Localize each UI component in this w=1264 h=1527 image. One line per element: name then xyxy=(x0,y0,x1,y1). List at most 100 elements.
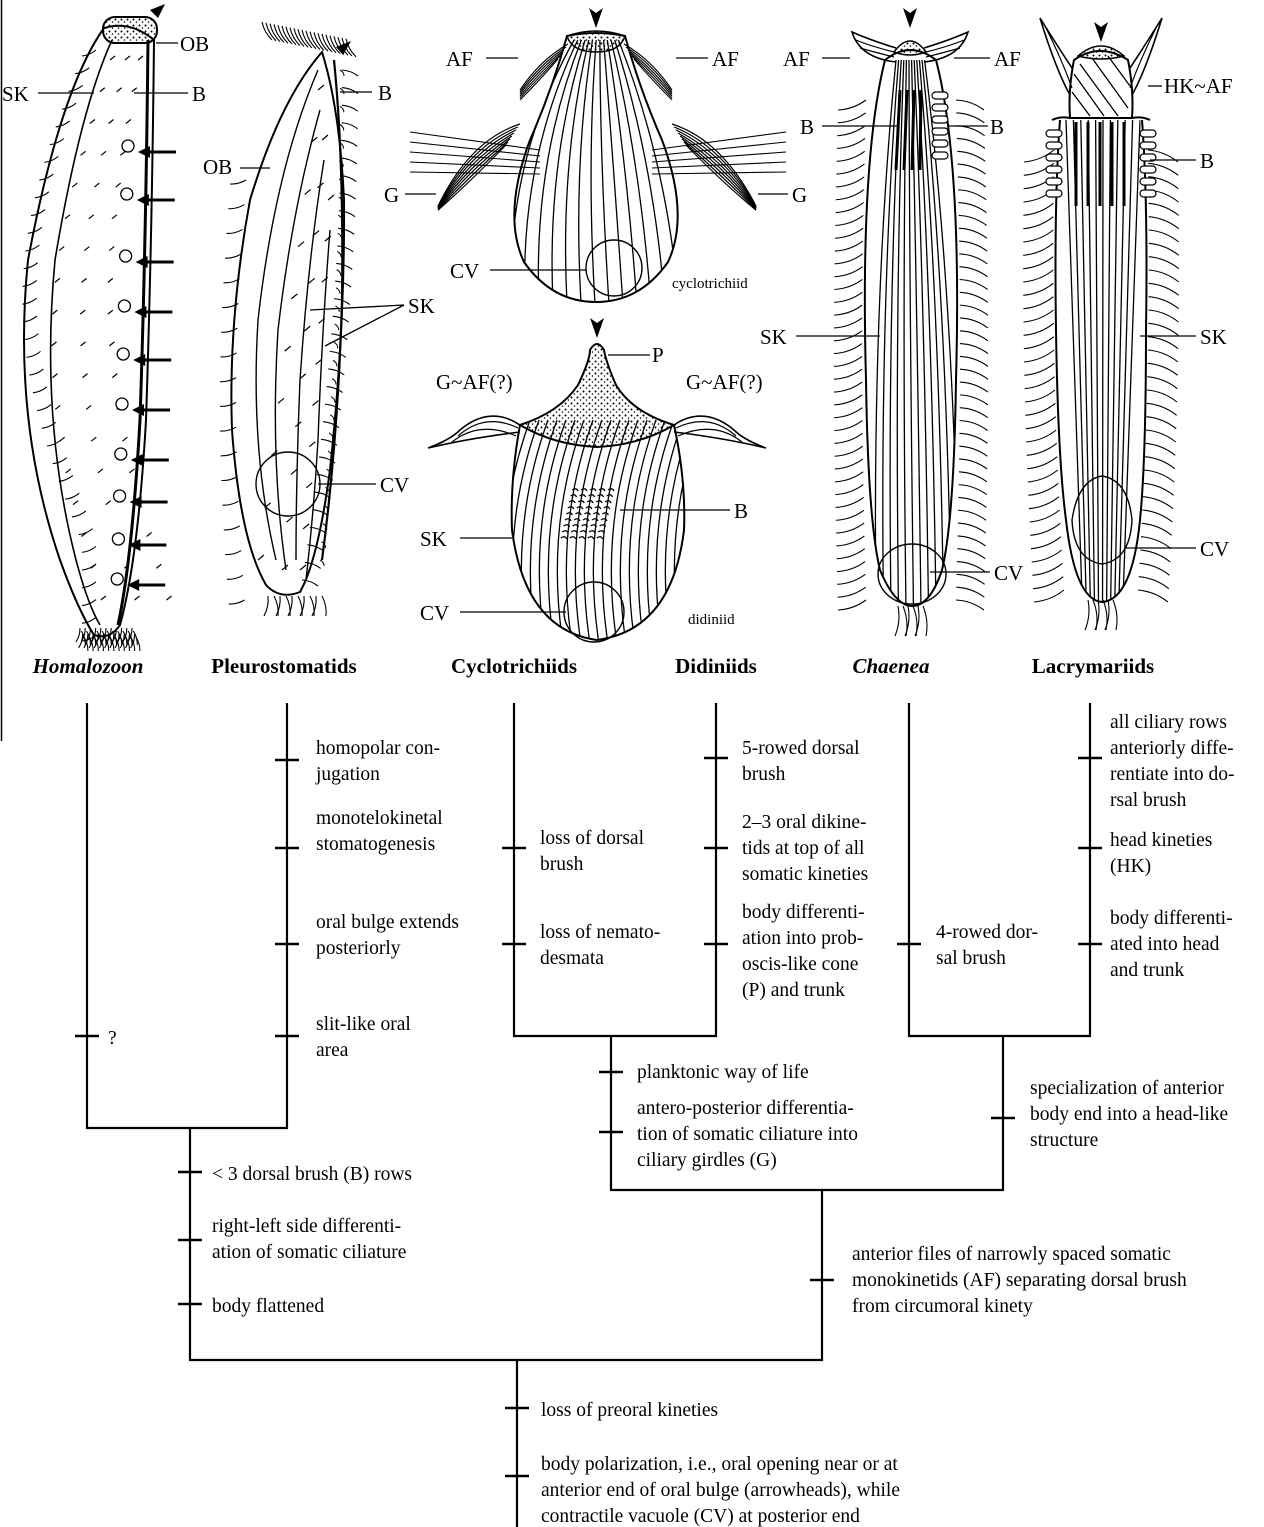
pleurostomatid-kinety-mark xyxy=(286,517,292,522)
chaenea-cilium xyxy=(836,497,864,507)
pleurostomatid-brush-mark xyxy=(340,106,344,112)
didiniid-kinety xyxy=(557,420,584,650)
lacrymariid-brush-bristle xyxy=(1046,178,1062,185)
lacrymariid-cilium xyxy=(1034,590,1064,602)
lacrymariid-cilium xyxy=(1148,363,1178,375)
lacrymariid-head xyxy=(1070,51,1133,118)
char-pleuro-4-line-2: area xyxy=(316,1040,349,1061)
char-pleuro-1-line-2: jugation xyxy=(315,764,380,785)
char-root-1-line-1: loss of preoral kineties xyxy=(541,1400,718,1421)
homalozoon-brush-circle xyxy=(111,573,123,585)
pleurostomatid-brush-mark xyxy=(337,270,341,276)
didiniid-brush-mark xyxy=(562,531,568,533)
lacrymariid-cilium xyxy=(1025,390,1055,402)
char-node-cd-1-line-1: planktonic way of life xyxy=(637,1062,809,1083)
didiniid-brush-mark xyxy=(579,537,585,539)
didiniid-brush-mark xyxy=(589,495,595,497)
homalozoon-arrow-head xyxy=(137,194,149,206)
lacrymariid-cilium xyxy=(1149,243,1179,255)
chaenea-cilium xyxy=(838,600,866,610)
pleurostomatid-cilium xyxy=(342,123,358,129)
chaenea-cilium xyxy=(835,241,863,251)
homalozoon-kinety-mark xyxy=(101,596,106,600)
chaenea-label-af-right: AF xyxy=(994,47,1021,71)
pleurostomatid-cilium xyxy=(228,205,244,209)
homalozoon-kinety-mark xyxy=(80,310,85,314)
char-node-hp-1: < 3 dorsal brush (B) rows xyxy=(212,1164,412,1185)
homalozoon-kinety-mark xyxy=(52,342,57,346)
chaenea-cilium xyxy=(957,126,985,136)
pleurostomatid-kinety-mark xyxy=(258,555,264,560)
homalozoon-arrow-head xyxy=(136,256,148,268)
homalozoon-kinety-mark xyxy=(112,374,117,378)
char-root-2-line-2: anterior end of oral bulge (arrowheads),… xyxy=(541,1480,900,1501)
homalozoon-kinety-mark xyxy=(55,278,60,282)
lacrymariid-brush-bristle xyxy=(1046,154,1062,161)
char-pleuro-2-line-2: stomatogenesis xyxy=(316,834,435,855)
chaenea-brush-bristle xyxy=(932,92,948,99)
char-lacry-2: head kineties (HK) xyxy=(1110,830,1212,877)
chaenea-cilium xyxy=(835,267,863,277)
lacrymariid-cilium xyxy=(1024,337,1054,349)
chaenea-cilium xyxy=(835,472,863,482)
char-cyclo-2-line-1: loss of nemato- xyxy=(540,922,660,943)
chaenea-cilium xyxy=(959,241,987,251)
lacrymariid-cilium xyxy=(1148,350,1178,362)
lacrymariid-label-hk-af: HK~AF xyxy=(1164,74,1233,98)
cyclotrichiid-illustration: AF AF G G CV cyclotrichiid xyxy=(384,8,807,320)
lacrymariid-cilium xyxy=(1023,230,1053,242)
homalozoon-kinety-mark xyxy=(106,501,111,505)
homalozoon-kinety-mark xyxy=(135,596,140,600)
chaenea-cilium xyxy=(958,203,986,213)
lacrymariid-cilium xyxy=(1027,457,1057,469)
pleurostomatid-cilium xyxy=(327,387,343,393)
lacrymariid-cilium xyxy=(1023,243,1053,255)
lacrymariid-cilium xyxy=(1025,403,1055,415)
lacrymariid-cilium xyxy=(1026,417,1056,429)
chaenea-cilium xyxy=(960,382,988,392)
lacrymariid-brush-bristle xyxy=(1140,190,1156,197)
lacrymariid-cilium xyxy=(1139,577,1169,589)
char-node-cl-1-line-1: specialization of anterior xyxy=(1030,1078,1224,1099)
cyclotrichiid-kinety xyxy=(600,40,610,320)
taxon-name-didiniids: Didiniids xyxy=(675,654,757,678)
homalozoon-kinety-mark xyxy=(84,247,89,251)
char-didi-1: 5-rowed dorsal brush xyxy=(742,738,860,785)
didiniid-kinety xyxy=(566,420,593,650)
pleurostomatid-cilium xyxy=(220,378,236,382)
chaenea-cilium xyxy=(960,395,988,405)
lacrymariid-cilium xyxy=(1033,577,1063,589)
pleurostomatid-cilium xyxy=(342,88,358,94)
pleurostomatid-kinety-mark xyxy=(312,401,318,406)
lacrymariid-arrowhead-icon xyxy=(1094,22,1108,42)
pleurostomatid-cilium xyxy=(225,254,241,258)
pleurostomatid-cilium xyxy=(221,328,237,332)
didiniid-kineties xyxy=(503,420,719,650)
char-pleuro-3-line-1: oral bulge extends xyxy=(316,912,459,933)
didiniid-brush-mark xyxy=(580,495,586,497)
homalozoon-cilium xyxy=(65,493,79,499)
lacrymariid-cilium xyxy=(1024,310,1054,322)
homalozoon-kinety-mark xyxy=(91,437,96,441)
pleurostomatid-cilium xyxy=(221,476,237,480)
lacrymariid-cilium xyxy=(1032,563,1062,575)
homalozoon-kinety-mark xyxy=(116,183,121,187)
homalozoon-cilium xyxy=(24,263,38,269)
homalozoon-brush-circle xyxy=(112,533,124,545)
lacrymariid-brush-bristle xyxy=(1140,142,1156,149)
didiniid-brush-mark xyxy=(564,525,570,527)
lacrymariid-cilium xyxy=(1029,497,1059,509)
lacrymariid-cilium xyxy=(1149,270,1179,282)
didiniid-kinety xyxy=(539,420,566,650)
character-ticks xyxy=(75,758,1102,1476)
chaenea-label-sk: SK xyxy=(760,325,787,349)
didiniid-brush-mark xyxy=(574,519,580,521)
chaenea-cilium xyxy=(838,587,866,597)
didiniid-brush-mark xyxy=(583,519,589,521)
lacrymariid-brush-bristle xyxy=(1140,130,1156,137)
didiniid-brush-mark xyxy=(571,495,577,497)
lacrymariid-kineties xyxy=(1066,120,1140,602)
lacrymariid-cilium xyxy=(1026,430,1056,442)
pleurostomatid-kinety-mark xyxy=(309,278,315,283)
